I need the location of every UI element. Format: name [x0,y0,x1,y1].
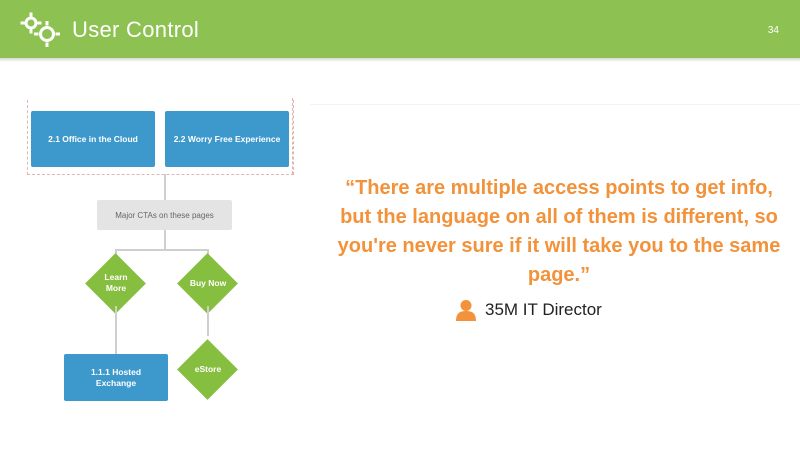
dashed-group-edge [292,98,295,174]
estore-label: eStore [194,364,222,374]
diamond-text-line: Learn [104,272,128,282]
learn-more-label: Learn More [86,272,146,294]
page-title: User Control [72,17,200,42]
quote-attribution: 35M IT Director [455,297,602,323]
major-ctas-box: Major CTAs on these pages [97,200,232,230]
user-icon [456,300,476,321]
page-number: 34 [767,25,779,36]
customer-quote: “There are multiple access points to get… [337,177,781,286]
attribution-name: 35M IT Director [485,300,602,319]
gears-icon [20,12,60,47]
connector-line [164,230,166,250]
header-shadow [0,58,800,62]
flow-diagram: 2.1 Office in the Cloud 2.2 Worry Free E… [20,98,300,418]
worry-free-experience-box: 2.2 Worry Free Experience [165,111,289,167]
diamond-text-line: More [105,283,127,293]
connector-line [207,306,209,336]
box-text-line: Exchange [95,377,137,388]
office-in-the-cloud-box: 2.1 Office in the Cloud [31,111,155,167]
connector-line [115,306,117,354]
header-bar: User Control 34 [0,0,800,58]
connector-line [164,174,166,200]
divider [310,104,800,105]
box-text-line: 1.1.1 Hosted [90,366,142,377]
buy-now-label: Buy Now [189,278,227,288]
hosted-exchange-box: 1.1.1 Hosted Exchange [64,354,168,401]
dashed-group-outline [27,100,294,175]
connector-line [115,249,208,251]
